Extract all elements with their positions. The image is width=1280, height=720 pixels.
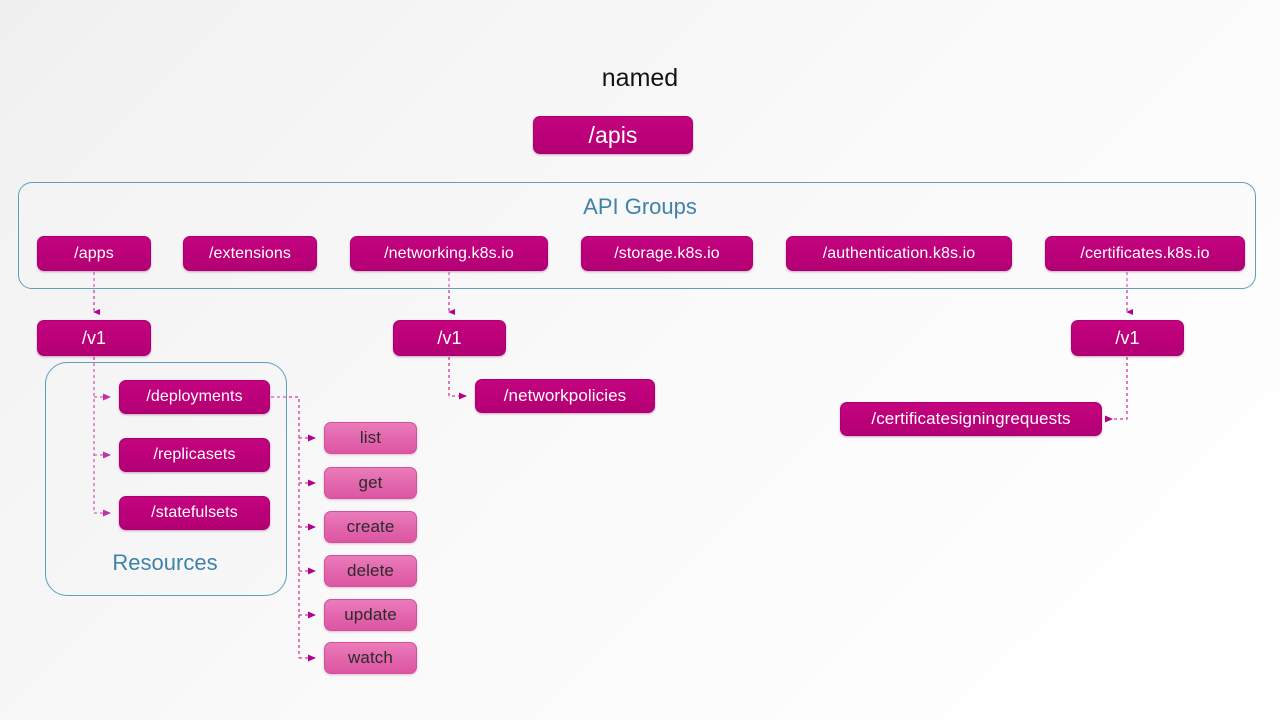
node-verb-list[interactable]: list [324,422,417,454]
node-version-certificates-v1[interactable]: /v1 [1071,320,1184,356]
node-verb-delete[interactable]: delete [324,555,417,587]
node-verb-get[interactable]: get [324,467,417,499]
resources-label: Resources [112,550,218,575]
api-groups-label: API Groups [583,194,697,219]
node-verb-watch[interactable]: watch [324,642,417,674]
node-group-authentication[interactable]: /authentication.k8s.io [786,236,1012,271]
node-group-certificates[interactable]: /certificates.k8s.io [1045,236,1245,271]
page-title: named [601,64,679,92]
node-resource-networkpolicies[interactable]: /networkpolicies [475,379,655,413]
node-verb-create[interactable]: create [324,511,417,543]
node-group-extensions[interactable]: /extensions [183,236,317,271]
node-version-networking-v1[interactable]: /v1 [393,320,506,356]
api-groups-container [18,182,1256,289]
node-group-apps[interactable]: /apps [37,236,151,271]
node-group-storage[interactable]: /storage.k8s.io [581,236,753,271]
node-group-networking[interactable]: /networking.k8s.io [350,236,548,271]
edge-v1-to-csr [1105,357,1128,423]
node-resource-statefulsets[interactable]: /statefulsets [119,496,270,530]
edge-v1-to-networkpolicies [448,357,467,400]
node-verb-update[interactable]: update [324,599,417,631]
node-resource-certificatesigningrequests[interactable]: /certificatesigningrequests [840,402,1102,436]
node-resource-replicasets[interactable]: /replicasets [119,438,270,472]
node-version-apps-v1[interactable]: /v1 [37,320,151,356]
node-resource-deployments[interactable]: /deployments [119,380,270,414]
node-apis[interactable]: /apis [533,116,693,154]
